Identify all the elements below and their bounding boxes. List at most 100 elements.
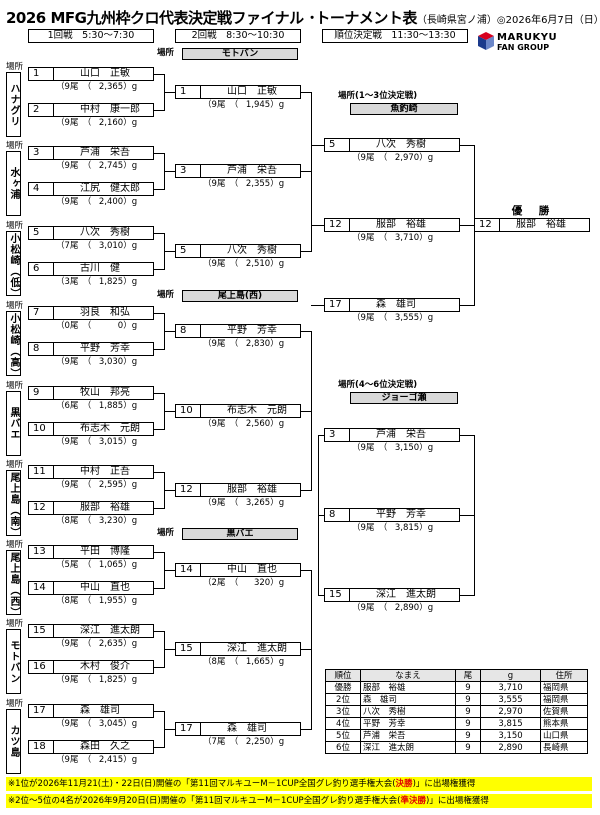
fish-count: 9 — [211, 100, 217, 110]
champion-label: 優 勝 — [511, 205, 553, 217]
paren-open: （ — [56, 161, 65, 171]
seed-number: 3 — [176, 165, 201, 177]
paren-open: （ — [56, 516, 65, 526]
player-name: 平田 博隆 — [80, 546, 130, 557]
round2-header: 2回戦 8:30～10:30 — [175, 29, 301, 43]
title-text: 2026 MFG九州枠クロ代表決定戦ファイナル ･トーナメント表 — [6, 9, 417, 27]
area-prefix-label: 場所 — [6, 619, 24, 629]
result-rank: 4位 — [325, 717, 361, 730]
paren-open: （ — [203, 179, 212, 189]
catch-weight: 0 — [117, 321, 124, 331]
bracket-line — [301, 171, 312, 172]
result-weight: 3,150 — [480, 729, 541, 742]
paren-open: （ — [203, 419, 212, 429]
player-name: 森 雄司 — [376, 299, 416, 310]
weight-unit: ）g — [270, 179, 285, 189]
bracket-line — [301, 729, 312, 730]
fish-unit: 尾 （ — [216, 179, 239, 189]
fish-count: 9 — [64, 161, 70, 171]
weight-unit: ）g — [123, 596, 138, 606]
paren-open: （ — [352, 523, 361, 533]
area-prefix-label: 場所 — [6, 221, 24, 231]
bracket-line — [154, 711, 165, 712]
fish-unit: 尾 （ — [216, 100, 239, 110]
bracket-line — [164, 490, 175, 491]
catch-weight: 3,710 — [394, 233, 420, 243]
venue-prefix-label: 場所 — [157, 290, 175, 300]
bracket-line — [164, 171, 175, 172]
fish-count: 8 — [211, 657, 217, 667]
note2-em: 準決勝 — [400, 796, 427, 806]
seed-number: 1 — [176, 86, 201, 98]
fish-unit: 尾 （ — [69, 596, 92, 606]
player-name: 中山 直也 — [227, 564, 277, 575]
bracket-line — [154, 747, 165, 748]
round2-venue-box: 黒バエ — [182, 528, 298, 540]
player-name: 中村 康一郎 — [80, 104, 140, 115]
player-name: 平野 芳幸 — [376, 509, 426, 520]
fish-unit: 尾 （ — [69, 357, 92, 367]
subtitle-text: （長崎県宮ノ浦）◎2026年6月7日（日） — [416, 15, 600, 26]
weight-unit: ）g — [270, 737, 285, 747]
final-venue-label-1: 場所(1～3位決定戦) — [338, 91, 418, 101]
weight-unit: ）g — [123, 639, 138, 649]
weight-unit: ）g — [123, 357, 138, 367]
catch-result: （9尾 （1,945）g — [175, 100, 301, 111]
results-col-name: なまえ — [360, 669, 456, 682]
catch-result: （8尾 （3,230）g — [28, 516, 154, 527]
paren-open: （ — [203, 578, 212, 588]
weight-unit: ）g — [419, 313, 434, 323]
paren-open: （ — [56, 480, 65, 490]
bracket-line — [301, 649, 312, 650]
weight-unit: ）g — [419, 523, 434, 533]
weight-unit: ）g — [419, 443, 434, 453]
bracket-line — [154, 552, 165, 553]
results-col-weight: g — [480, 669, 541, 682]
area-prefix-label: 場所 — [6, 141, 24, 151]
fish-unit: 尾 （ — [216, 578, 239, 588]
catch-result: （2尾 （320）g — [175, 578, 301, 589]
fish-count: 9 — [64, 719, 70, 729]
result-address: 熊本県 — [540, 717, 588, 730]
catch-weight: 2,415 — [98, 755, 124, 765]
catch-result: （6尾 （1,885）g — [28, 401, 154, 412]
catch-weight: 2,595 — [98, 480, 124, 490]
catch-result: （9尾 （2,400）g — [28, 197, 154, 208]
weight-unit: ）g — [123, 480, 138, 490]
seed-number: 8 — [29, 343, 54, 355]
weight-unit: ）g — [123, 719, 138, 729]
player-name: 服部 裕雄 — [376, 219, 426, 230]
catch-result: （9尾 （2,970）g — [324, 153, 460, 164]
result-address: 福岡県 — [540, 681, 588, 694]
seed-number: 8 — [325, 509, 350, 521]
bracket-line — [311, 145, 324, 146]
seed-number: 4 — [29, 183, 54, 195]
bracket-line — [164, 92, 175, 93]
bracket-line — [164, 251, 175, 252]
paren-open: （ — [56, 401, 65, 411]
player-name: 八次 秀樹 — [227, 245, 277, 256]
result-fish: 9 — [455, 693, 481, 706]
bracket-line — [318, 435, 324, 436]
catch-weight: 2,365 — [98, 82, 124, 92]
area-label: カツ島 — [6, 709, 21, 774]
weight-unit: ）g — [123, 437, 138, 447]
fish-unit: 尾 （ — [69, 560, 92, 570]
bracket-line — [154, 349, 165, 350]
seed-number: 9 — [29, 387, 54, 399]
fish-count: 5 — [64, 560, 70, 570]
fish-count: 9 — [64, 480, 70, 490]
catch-result: （5尾 （1,065）g — [28, 560, 154, 571]
bracket-line — [311, 305, 324, 306]
bracket-line — [301, 411, 312, 412]
result-rank: 5位 — [325, 729, 361, 742]
fish-count: 8 — [64, 516, 70, 526]
catch-result: （9尾 （3,015）g — [28, 437, 154, 448]
